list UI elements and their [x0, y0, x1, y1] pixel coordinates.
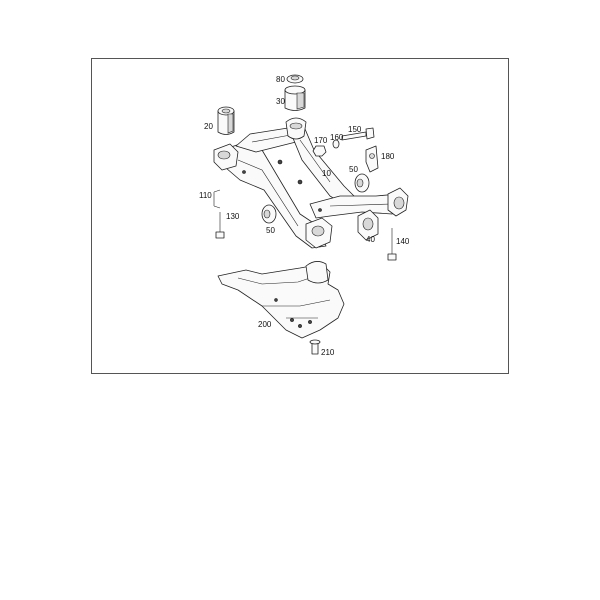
- label-210: 210: [321, 348, 335, 357]
- part-180-bracket[interactable]: [365, 145, 379, 173]
- part-140-bolt[interactable]: [387, 228, 397, 261]
- part-40-bushing[interactable]: [357, 209, 379, 241]
- part-20-bushing[interactable]: [217, 106, 235, 135]
- part-50-bushing-lower[interactable]: [261, 204, 277, 224]
- part-10-axle-carrier[interactable]: [213, 117, 409, 249]
- part-110-clip[interactable]: [213, 189, 221, 209]
- part-130-bolt[interactable]: [215, 212, 225, 239]
- label-50-upper: 50: [349, 165, 358, 174]
- label-80: 80: [276, 75, 285, 84]
- label-40: 40: [366, 235, 375, 244]
- part-210-clip[interactable]: [309, 339, 321, 355]
- label-50-lower: 50: [266, 226, 275, 235]
- part-50-bushing-upper[interactable]: [354, 173, 370, 193]
- label-10: 10: [322, 169, 331, 178]
- part-30-bushing[interactable]: [284, 85, 306, 111]
- label-140: 140: [396, 237, 410, 246]
- part-170-nut[interactable]: [312, 145, 327, 157]
- part-150-bolt[interactable]: [341, 127, 375, 141]
- label-110: 110: [199, 191, 212, 200]
- label-160: 160: [330, 133, 344, 142]
- label-30: 30: [276, 97, 285, 106]
- part-80-washer[interactable]: [286, 74, 304, 84]
- label-130: 130: [226, 212, 240, 221]
- label-170: 170: [314, 136, 328, 145]
- label-150: 150: [348, 125, 362, 134]
- part-160-washer[interactable]: [332, 139, 340, 149]
- label-20: 20: [204, 122, 213, 131]
- label-180: 180: [381, 152, 395, 161]
- label-200: 200: [258, 320, 272, 329]
- part-200-underbody-panel[interactable]: [217, 261, 345, 339]
